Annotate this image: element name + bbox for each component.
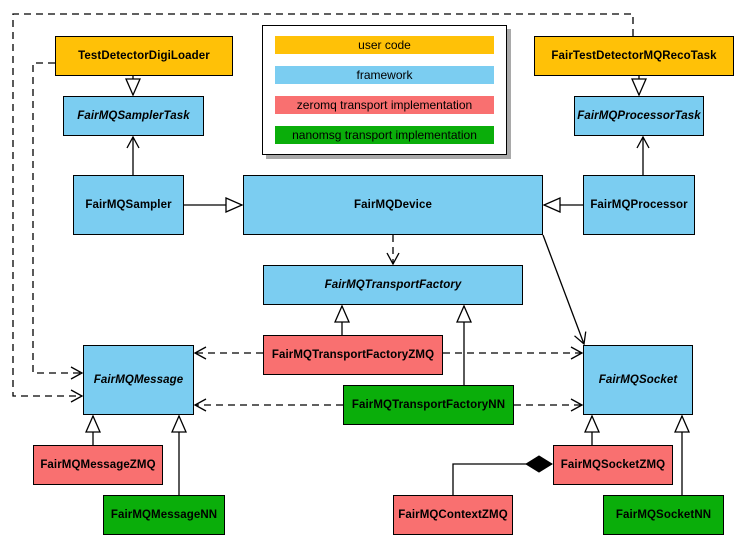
legend-label-nanomsg: nanomsg transport implementation <box>292 128 477 142</box>
node-fairmqsamplertask: FairMQSamplerTask <box>63 96 204 136</box>
node-fairmqsampler: FairMQSampler <box>73 175 184 235</box>
node-fairmqsocketnn: FairMQSocketNN <box>603 495 724 535</box>
edge-recotask-depends-message <box>12 13 634 403</box>
legend-label-user-code: user code <box>358 38 411 52</box>
legend: user code framework zeromq transport imp… <box>262 25 507 155</box>
node-fairmqcontextzmq: FairMQContextZMQ <box>393 495 513 535</box>
node-fairmqdevice: FairMQDevice <box>243 175 543 235</box>
node-fairtestdetectormqrecotask: FairTestDetectorMQRecoTask <box>534 36 734 76</box>
node-fairmqtransportfactoryzmq: FairMQTransportFactoryZMQ <box>263 335 443 375</box>
node-fairmqsocketzmq: FairMQSocketZMQ <box>553 445 673 485</box>
edge-device-uses-socket <box>542 234 587 346</box>
node-fairmqmessage: FairMQMessage <box>83 345 194 415</box>
node-fairmqprocessortask: FairMQProcessorTask <box>574 96 704 136</box>
legend-item-user-code: user code <box>275 36 494 54</box>
node-fairmqtransportfactory: FairMQTransportFactory <box>263 265 523 305</box>
node-fairmqprocessor: FairMQProcessor <box>583 175 695 235</box>
node-fairmqtransportfactorynn: FairMQTransportFactoryNN <box>343 385 514 425</box>
legend-item-nanomsg: nanomsg transport implementation <box>275 126 494 144</box>
node-fairmqmessagenn: FairMQMessageNN <box>103 495 225 535</box>
edge-contextzmq-composes-socketzmq <box>452 455 553 495</box>
node-fairmqmessagezmq: FairMQMessageZMQ <box>33 445 163 485</box>
legend-item-zeromq: zeromq transport implementation <box>275 96 494 114</box>
legend-item-framework: framework <box>275 66 494 84</box>
node-testdetectordigiloader: TestDetectorDigiLoader <box>55 36 233 76</box>
legend-label-zeromq: zeromq transport implementation <box>296 98 473 112</box>
legend-label-framework: framework <box>356 68 413 82</box>
node-fairmqsocket: FairMQSocket <box>583 345 693 415</box>
